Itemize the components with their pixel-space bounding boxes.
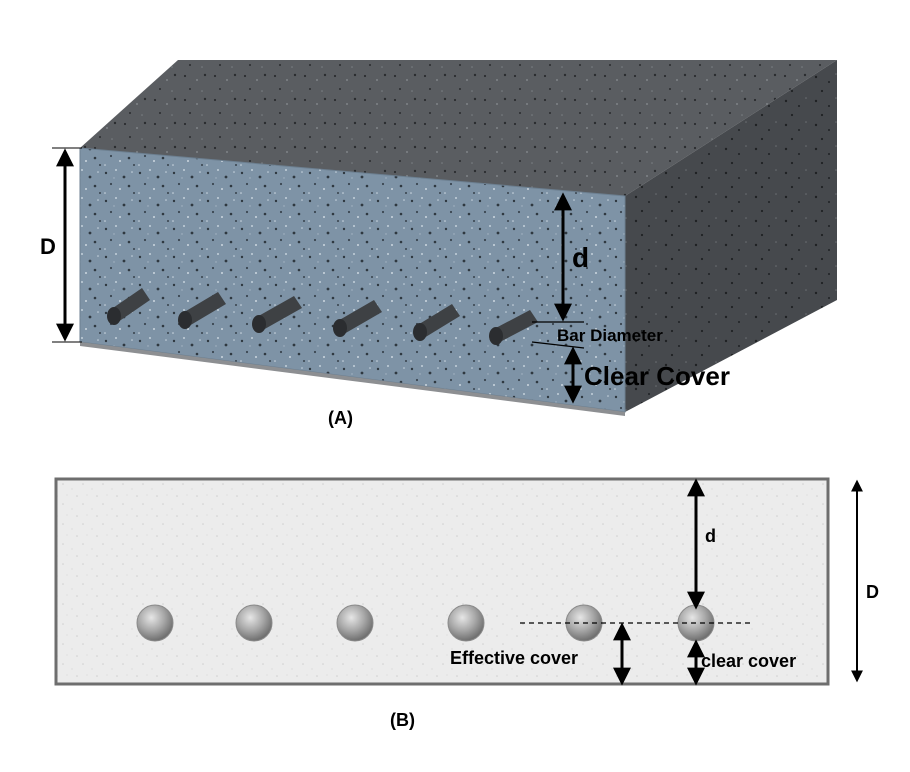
overall-depth-label: D xyxy=(40,234,56,259)
effective-depth-label: d xyxy=(572,242,589,273)
overall-depth-label-section: D xyxy=(866,582,879,602)
slab-3d: D d Bar Diameter Clear Cover (A) xyxy=(40,60,837,428)
rebar-section xyxy=(136,604,174,642)
clear-cover-label-section: clear cover xyxy=(701,651,796,671)
rebars-3d xyxy=(107,288,538,345)
figure-a-caption: (A) xyxy=(328,408,353,428)
clear-cover-label-3d: Clear Cover xyxy=(584,361,730,391)
figure-b-caption: (B) xyxy=(390,710,415,730)
slab-top-face xyxy=(80,60,837,196)
rebar-section xyxy=(447,604,485,642)
bar-diameter-label: Bar Diameter xyxy=(557,326,663,345)
rebar-3d xyxy=(178,292,226,329)
rebar-3d xyxy=(413,304,460,341)
rebars-section xyxy=(136,604,715,642)
slab-section: d Effective cover clear cover D (B) xyxy=(54,477,879,730)
rebar-section xyxy=(336,604,374,642)
effective-depth-label-section: d xyxy=(705,526,716,546)
slab-bottom-edge xyxy=(80,342,625,416)
slab-side-face xyxy=(625,60,837,412)
rebar-3d xyxy=(107,288,150,325)
effective-cover-label: Effective cover xyxy=(450,648,578,668)
rebar-section xyxy=(235,604,273,642)
rebar-3d xyxy=(333,300,382,337)
rebar-3d xyxy=(489,310,538,345)
rebar-3d xyxy=(252,296,302,333)
